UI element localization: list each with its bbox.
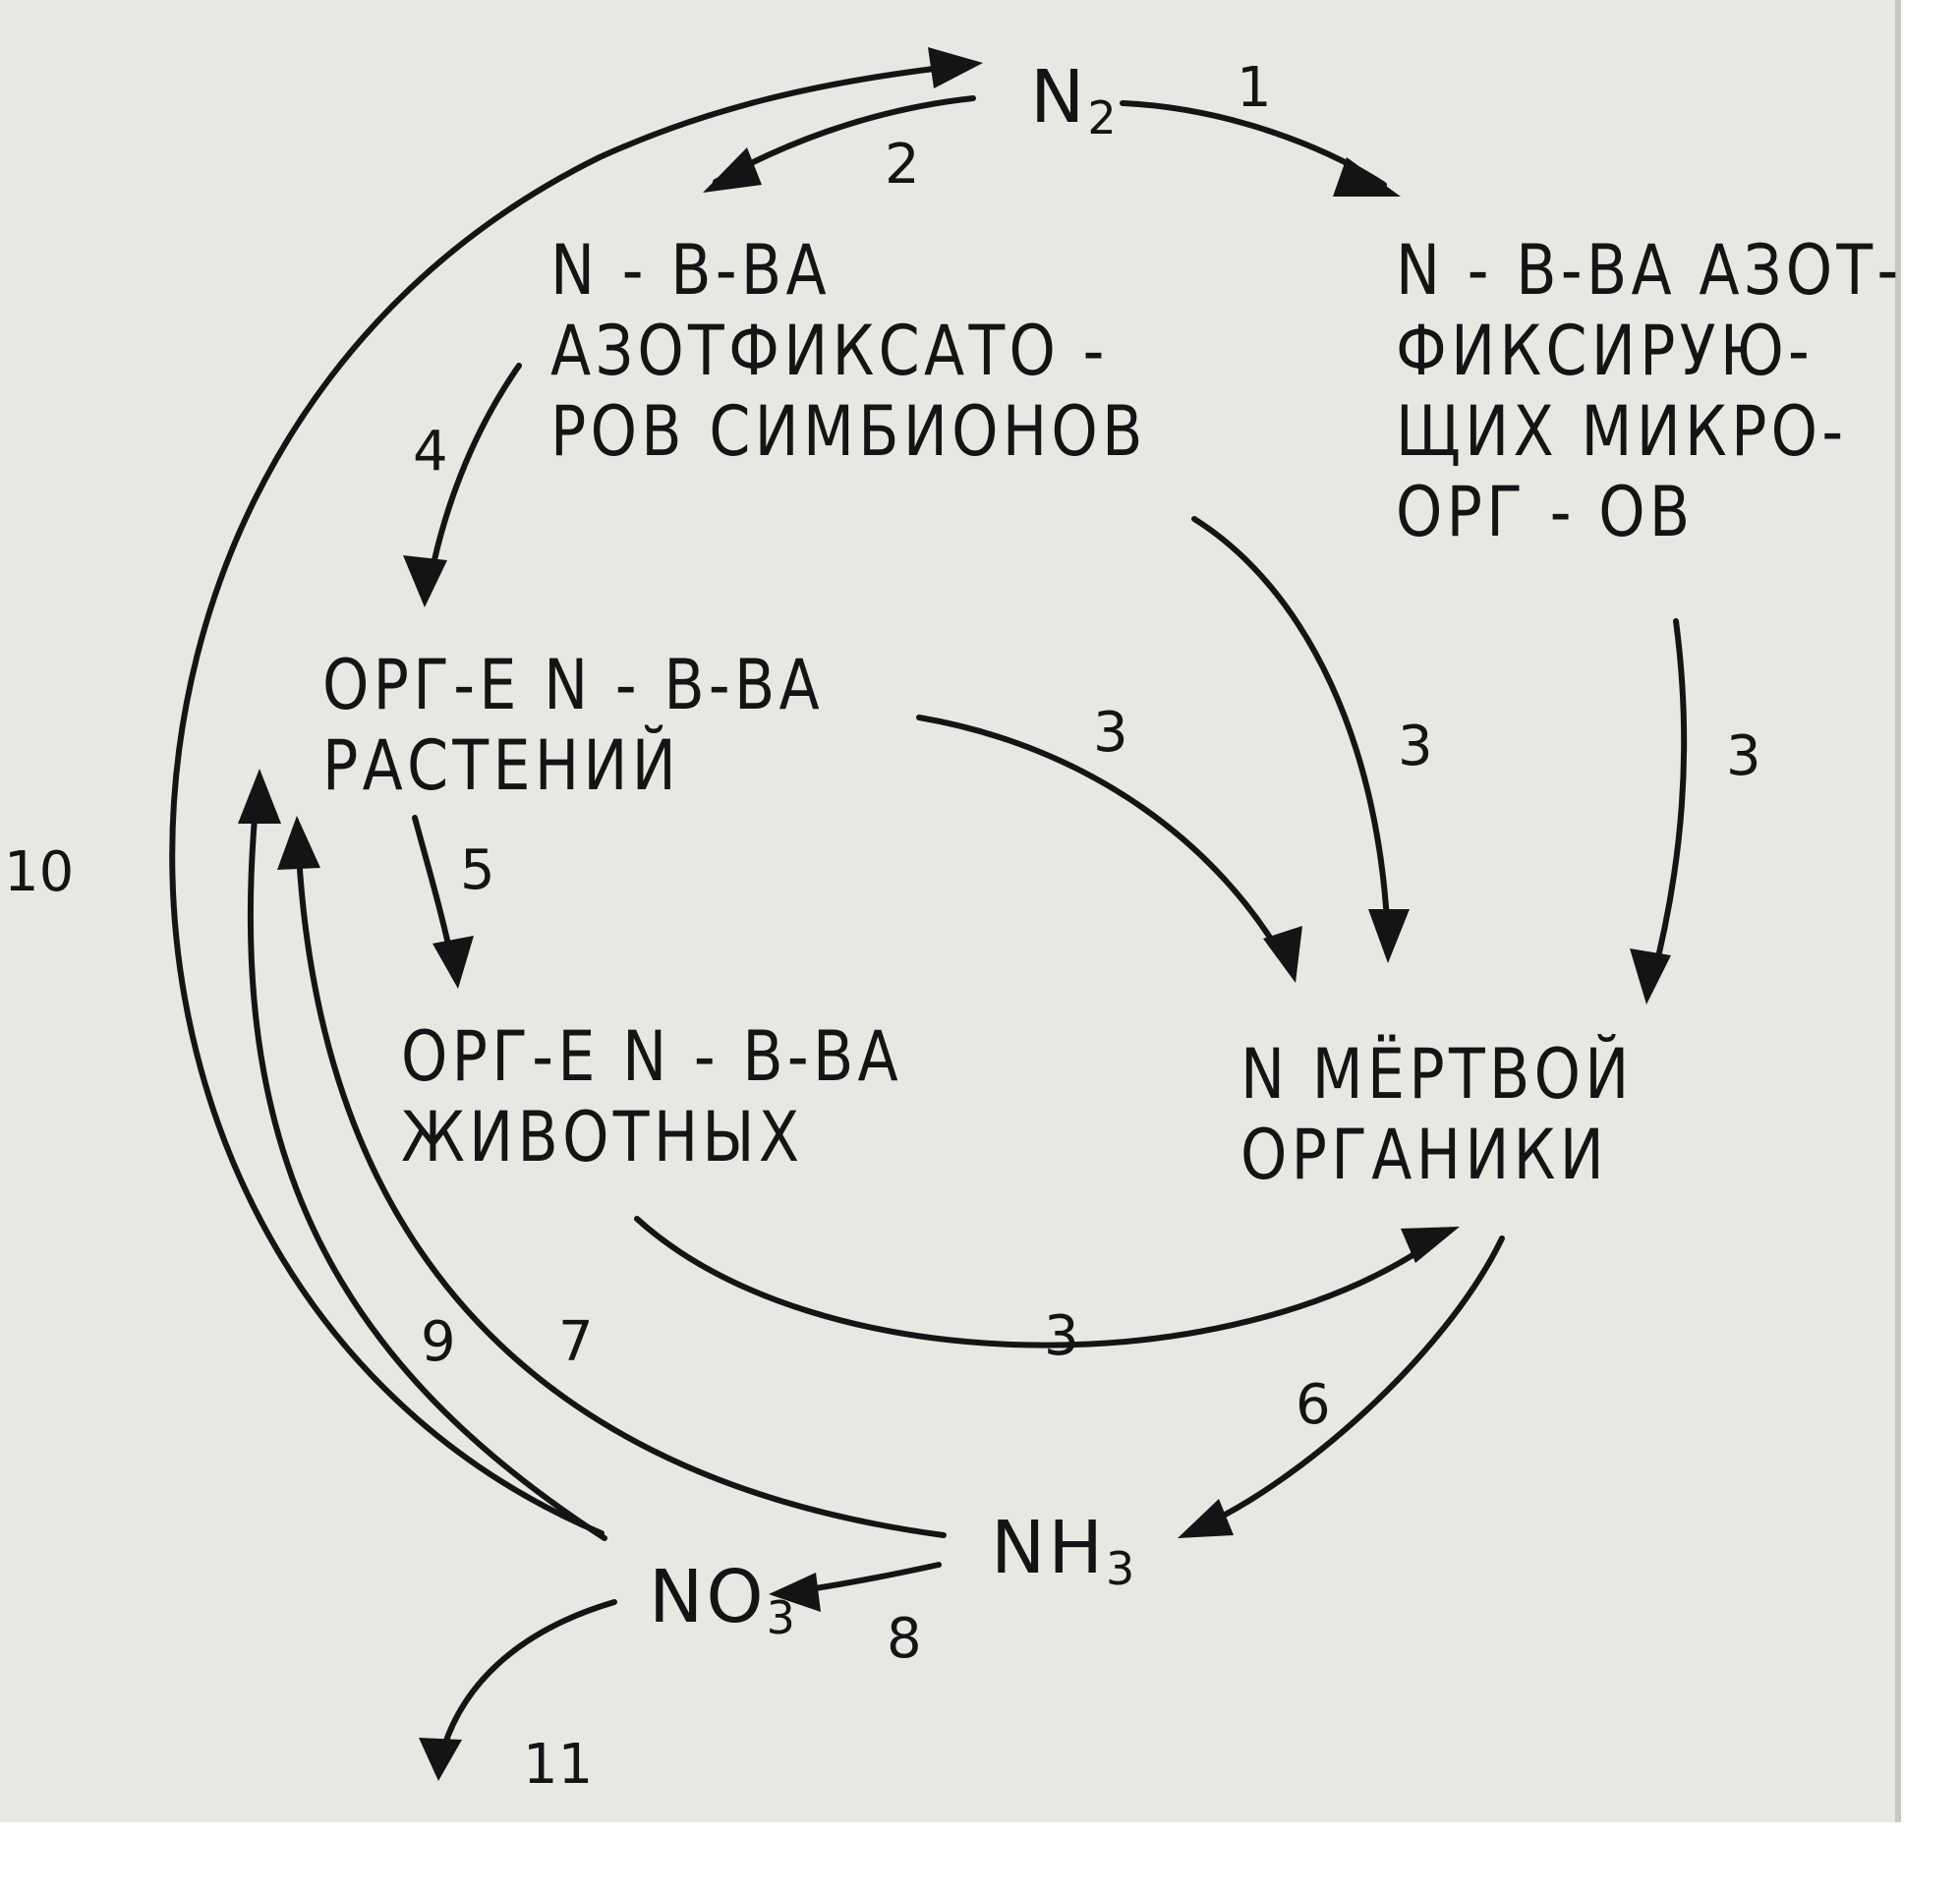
arrowhead-8 bbox=[769, 1573, 821, 1612]
arrowhead-9 bbox=[238, 769, 281, 824]
arrow-6 bbox=[1194, 1235, 1505, 1531]
arrowhead-5 bbox=[432, 936, 474, 989]
arrow-label-11: 11 bbox=[523, 1733, 594, 1797]
node-microorg-line: N - В-ВА АЗОТ- bbox=[1396, 230, 1903, 311]
arrowhead-7 bbox=[277, 816, 320, 870]
poster-edge bbox=[1895, 0, 1901, 1822]
arrowhead-3-animals bbox=[1401, 1227, 1460, 1263]
node-dead-line: N МЁРТВОЙ bbox=[1240, 1034, 1634, 1115]
node-nh3-sub: 3 bbox=[1106, 1542, 1138, 1595]
node-microorg-line: ОРГ - ОВ bbox=[1396, 472, 1695, 552]
arrowhead-3-symbiont bbox=[1368, 909, 1410, 963]
node-symbiont-line: АЗОТФИКСАТО - bbox=[550, 311, 1109, 391]
arrowhead-3-micro bbox=[1630, 948, 1671, 1004]
arrow-label-3-animals: 3 bbox=[1044, 1304, 1079, 1368]
arrowhead-10 bbox=[928, 47, 983, 88]
node-symbiont: N - В-ВА АЗОТФИКСАТО - РОВ СИМБИОНОВ bbox=[550, 236, 1147, 478]
node-plants: ОРГ-Е N - В-ВА РАСТЕНИЙ bbox=[322, 651, 824, 812]
node-no3: NO3 bbox=[649, 1561, 798, 1640]
node-n2: N2 bbox=[1030, 61, 1120, 141]
node-nh3-main: NH bbox=[991, 1506, 1106, 1590]
arrow-label-7: 7 bbox=[558, 1310, 594, 1374]
arrow-label-9: 9 bbox=[421, 1310, 456, 1374]
arrow-3-plants bbox=[916, 715, 1289, 966]
arrow-label-1: 1 bbox=[1237, 56, 1272, 120]
arrow-9 bbox=[247, 783, 607, 1541]
arrow-3-animals bbox=[634, 1216, 1438, 1348]
node-n2-sub: 2 bbox=[1087, 91, 1120, 144]
arrow-label-5: 5 bbox=[460, 838, 495, 902]
node-microorg-line: ФИКСИРУЮ- bbox=[1396, 311, 1815, 391]
node-animals: ОРГ-Е N - В-ВА ЖИВОТНЫХ bbox=[401, 1022, 902, 1183]
arrow-3-micro bbox=[1648, 618, 1688, 988]
arrow-label-3-plants: 3 bbox=[1093, 701, 1128, 765]
arrow-label-6: 6 bbox=[1296, 1373, 1331, 1437]
node-plants-line: ОРГ-Е N - В-ВА bbox=[322, 645, 825, 725]
arrow-11 bbox=[437, 1599, 617, 1762]
arrow-7 bbox=[295, 832, 947, 1538]
arrow-label-2: 2 bbox=[885, 133, 920, 197]
arrow-10 bbox=[169, 66, 937, 1536]
node-symbiont-line: РОВ СИМБИОНОВ bbox=[550, 391, 1147, 472]
arrow-label-10: 10 bbox=[4, 840, 75, 904]
node-no3-main: NO bbox=[649, 1555, 767, 1639]
arrow-label-4: 4 bbox=[413, 420, 448, 484]
poster-sheet bbox=[0, 0, 1895, 1822]
node-microorganisms: N - В-ВА АЗОТ- ФИКСИРУЮ- ЩИХ МИКРО- ОРГ … bbox=[1396, 236, 1903, 558]
node-plants-line: РАСТЕНИЙ bbox=[322, 725, 681, 806]
arrowhead-6 bbox=[1178, 1499, 1234, 1538]
node-dead-organics: N МЁРТВОЙ ОРГАНИКИ bbox=[1240, 1040, 1634, 1201]
arrowhead-3-plants bbox=[1263, 926, 1302, 983]
node-nh3: NH3 bbox=[991, 1512, 1137, 1591]
node-animals-line: ЖИВОТНЫХ bbox=[401, 1097, 804, 1177]
arrowhead-1 bbox=[1333, 157, 1401, 197]
arrow-label-3-symbiont: 3 bbox=[1398, 715, 1433, 778]
node-no3-sub: 3 bbox=[766, 1591, 798, 1644]
node-animals-line: ОРГ-Е N - В-ВА bbox=[401, 1016, 903, 1097]
node-n2-main: N bbox=[1030, 55, 1088, 140]
arrowhead-4 bbox=[403, 555, 447, 607]
node-symbiont-line: N - В-ВА bbox=[550, 230, 831, 311]
node-dead-line: ОРГАНИКИ bbox=[1240, 1115, 1609, 1195]
arrowhead-2 bbox=[703, 147, 762, 193]
arrow-3-symbiont bbox=[1191, 516, 1391, 945]
arrow-label-3-micro: 3 bbox=[1726, 724, 1761, 788]
arrow-label-8: 8 bbox=[887, 1607, 922, 1671]
node-microorg-line: ЩИХ МИКРО- bbox=[1396, 391, 1848, 472]
arrowhead-11 bbox=[419, 1738, 462, 1781]
